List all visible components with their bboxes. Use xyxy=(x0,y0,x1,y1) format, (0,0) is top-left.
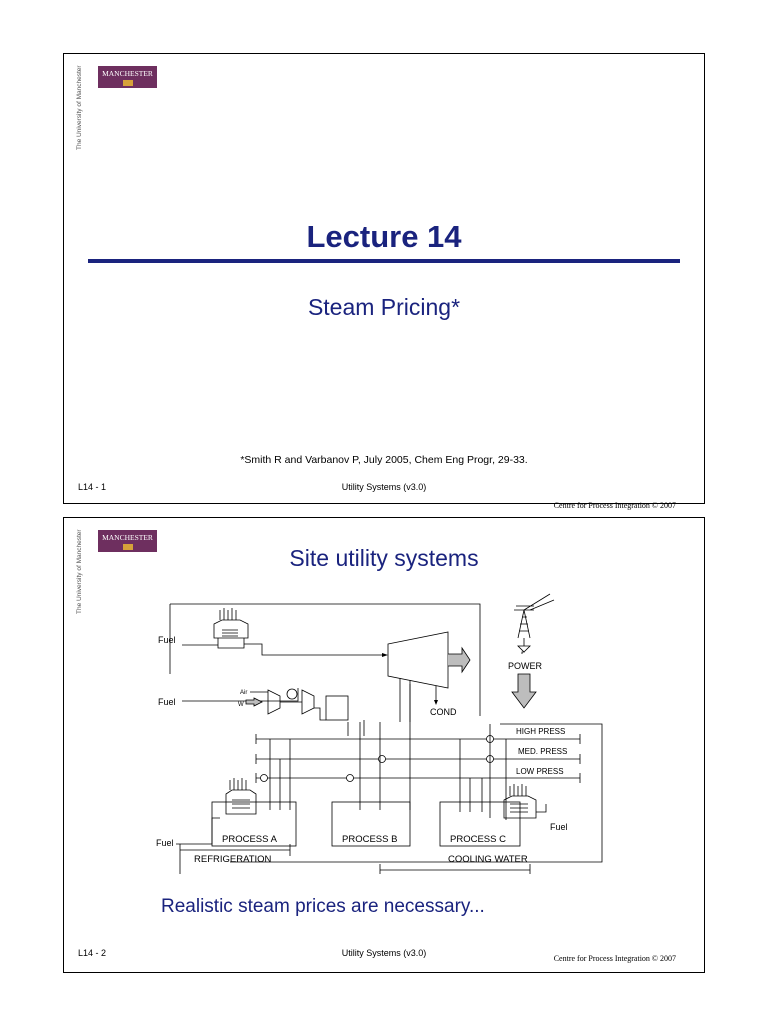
w-label: W xyxy=(238,702,244,708)
hrsg xyxy=(325,695,349,721)
process-c-label: PROCESS C xyxy=(450,834,506,845)
air-label: Air xyxy=(240,690,247,696)
logo-year-badge xyxy=(123,80,133,86)
power-arrow-turbine xyxy=(448,646,471,674)
fuel-label-2: Fuel xyxy=(158,697,176,707)
university-wordmark: The University of Manchester xyxy=(76,65,88,150)
power-import-arrow xyxy=(511,673,537,709)
combustor xyxy=(286,688,298,700)
lecture-title: Lecture 14 xyxy=(306,219,462,254)
high-press-label: HIGH PRESS xyxy=(516,727,565,736)
slide-title: Site utility systems xyxy=(289,545,479,571)
outer-loop-line xyxy=(169,603,481,716)
copyright: Centre for Process Integration © 2007 xyxy=(553,501,676,510)
hrsg-steam xyxy=(347,720,365,736)
boiler-c xyxy=(503,784,537,819)
logo-year-badge xyxy=(123,544,133,550)
logo-text: MANCHESTER xyxy=(102,533,153,542)
process-a-label: PROCESS A xyxy=(222,834,278,845)
process-connections xyxy=(269,684,507,820)
fuel-label-4: Fuel xyxy=(550,822,568,832)
logo-text: MANCHESTER xyxy=(102,69,153,78)
exhaust-line xyxy=(314,707,326,721)
letdown-valve xyxy=(260,774,268,782)
reference-note: *Smith R and Varbanov P, July 2005, Chem… xyxy=(240,454,528,466)
utility-bars xyxy=(179,844,531,874)
power-label: POWER xyxy=(508,661,543,671)
university-logo: MANCHESTER xyxy=(98,530,157,552)
gas-turbine-expander xyxy=(301,689,315,715)
letdown-valve xyxy=(346,774,354,782)
fuel-line-2 xyxy=(182,688,299,702)
arrow-head xyxy=(434,700,438,705)
slide-1: MANCHESTER The University of Manchester … xyxy=(63,53,705,510)
slide-2: MANCHESTER The University of Manchester … xyxy=(63,517,705,973)
turbine-extraction xyxy=(399,678,411,722)
slide-number: L14 - 2 xyxy=(78,948,107,958)
low-press-label: LOW PRESS xyxy=(516,767,564,776)
course-name: Utility Systems (v3.0) xyxy=(341,482,427,492)
slide-note: Realistic steam prices are necessary... xyxy=(161,896,485,917)
boiler-top xyxy=(213,608,249,649)
process-b-label: PROCESS B xyxy=(342,834,397,845)
fuel-label-1: Fuel xyxy=(158,635,176,645)
arrow-head xyxy=(382,653,388,657)
lecture-subtitle: Steam Pricing* xyxy=(307,294,461,320)
site-utility-diagram: Fuel COND POWER Fuel Air W xyxy=(156,593,603,874)
letdown-valve xyxy=(378,755,386,763)
fuel-line-4 xyxy=(536,804,547,813)
boiler-a xyxy=(225,778,257,815)
med-press-label: MED. PRESS xyxy=(518,747,567,756)
process-a-box xyxy=(211,801,297,847)
university-logo: MANCHESTER xyxy=(98,66,157,88)
fuel-line-3 xyxy=(176,817,220,845)
steam-turbine xyxy=(387,631,449,689)
work-arrow xyxy=(245,697,263,707)
title-rule xyxy=(88,259,680,263)
slide-number: L14 - 1 xyxy=(78,482,107,492)
university-text: The University of Manchester xyxy=(76,65,83,150)
cond-label: COND xyxy=(430,707,457,717)
outer-return-line xyxy=(230,723,603,863)
gas-turbine-compressor xyxy=(267,689,281,715)
process-c-box xyxy=(439,801,521,847)
power-tower-icon xyxy=(514,593,555,654)
refrigeration-label: REFRIGERATION xyxy=(194,854,272,865)
cooling-water-label: COOLING WATER xyxy=(448,854,528,865)
copyright: Centre for Process Integration © 2007 xyxy=(553,954,676,963)
steam-line-1 xyxy=(244,643,382,656)
course-name: Utility Systems (v3.0) xyxy=(341,948,427,958)
fuel-label-3: Fuel xyxy=(156,838,174,848)
process-b-box xyxy=(331,801,411,847)
